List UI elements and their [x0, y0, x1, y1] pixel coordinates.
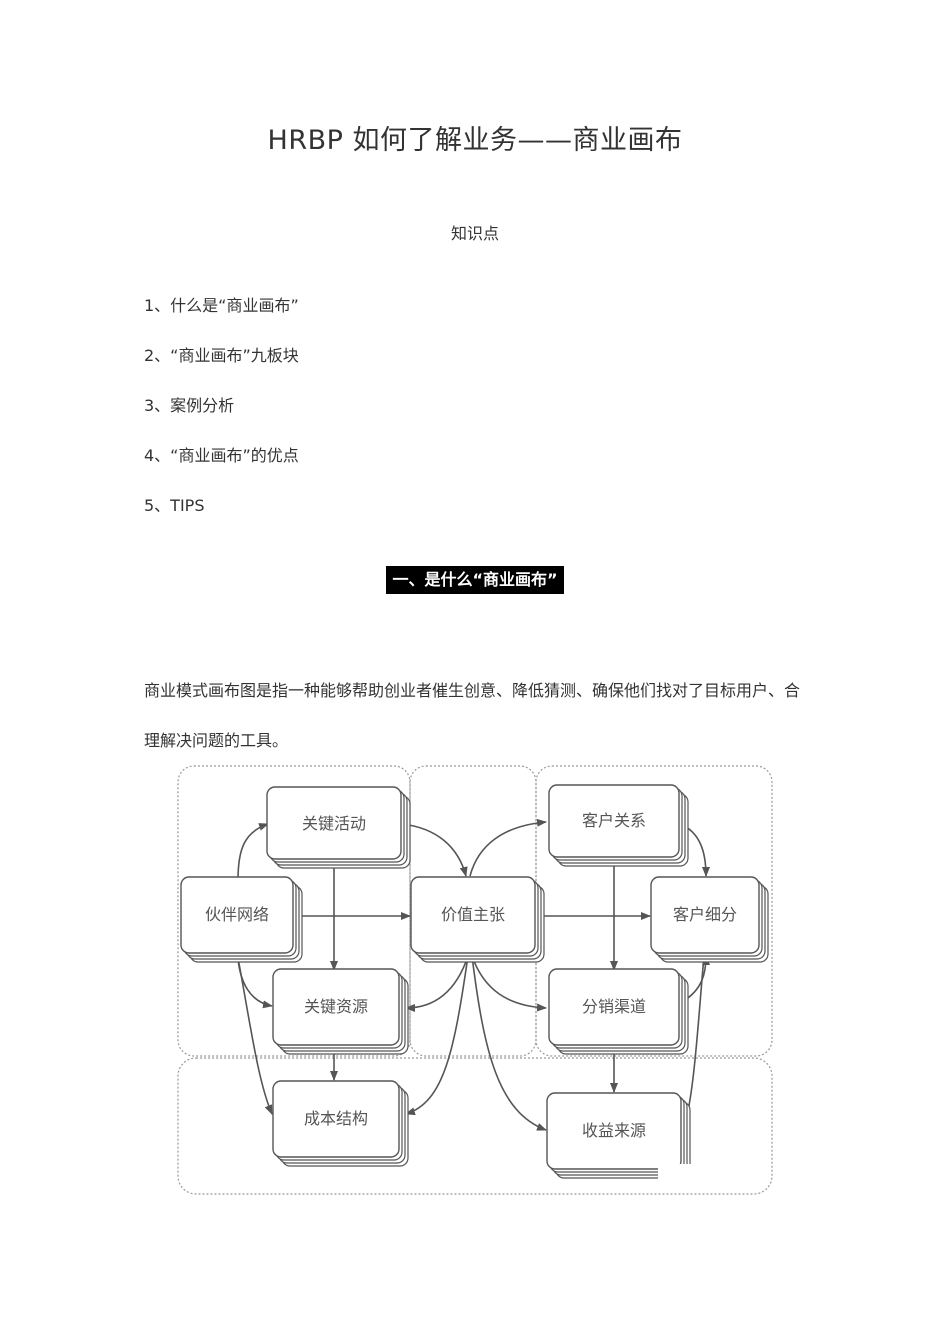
arrow-value-to-resources: [405, 955, 469, 1012]
arrow-partner-to-cost: [237, 957, 273, 1115]
node-label-cost-structure: 成本结构: [304, 1109, 368, 1128]
node-key-resources: 关键资源: [272, 968, 409, 1055]
toc-item: 3、案例分析: [144, 396, 235, 415]
toc-item: 1、什么是“商业画布”: [144, 296, 299, 315]
region-bottom: [177, 1057, 773, 1195]
node-channels: 分销渠道: [548, 968, 689, 1055]
document-title: HRBP 如何了解业务——商业画布: [267, 125, 683, 156]
node-label-key-resources: 关键资源: [304, 997, 368, 1016]
node-revenue-streams: 收益来源: [546, 1092, 691, 1179]
knowledge-points-heading: 知识点: [450, 224, 499, 243]
node-label-customer-relationships: 客户关系: [582, 811, 646, 830]
arrow-value-to-revenue: [471, 955, 547, 1131]
node-customer-relationships: 客户关系: [548, 784, 689, 867]
node-label-partner-network: 伙伴网络: [205, 905, 269, 924]
section-heading: 一、是什么“商业画布”: [386, 566, 564, 594]
node-label-revenue-streams: 收益来源: [582, 1121, 646, 1140]
toc-item: 4、“商业画布”的优点: [144, 446, 299, 465]
watermark-patch: [658, 1164, 746, 1184]
arrow-value-to-channels: [471, 955, 547, 1012]
node-customer-segments: 客户细分: [650, 876, 769, 963]
business-canvas-svg: 关键活动 伙伴网络 关键资源 成本结构: [177, 765, 773, 1195]
arrow-activities-to-value: [401, 823, 468, 877]
node-partner-network: 伙伴网络: [180, 876, 303, 963]
toc-item: 5、TIPS: [144, 496, 205, 515]
toc-item: 2、“商业画布”九板块: [144, 346, 299, 365]
node-label-key-activities: 关键活动: [302, 814, 366, 833]
section-heading-container: 一、是什么“商业画布”: [0, 566, 950, 594]
node-label-customer-segments: 客户细分: [673, 905, 737, 924]
node-key-activities: 关键活动: [266, 786, 411, 869]
node-label-channels: 分销渠道: [582, 997, 646, 1016]
node-cost-structure: 成本结构: [272, 1080, 409, 1167]
table-of-contents: 1、什么是“商业画布” 2、“商业画布”九板块 3、案例分析 4、“商业画布”的…: [144, 294, 299, 544]
arrow-value-to-cost: [405, 955, 469, 1116]
region-center: [409, 765, 537, 1057]
arrow-value-to-relationships: [469, 818, 547, 877]
business-canvas-diagram: 关键活动 伙伴网络 关键资源 成本结构: [174, 762, 778, 1198]
arrow-partner-to-activities: [237, 823, 269, 881]
node-value-proposition: 价值主张: [410, 876, 545, 963]
node-label-value-proposition: 价值主张: [441, 905, 505, 924]
intro-paragraph: 商业模式画布图是指一种能够帮助创业者催生创意、降低猜测、确保他们找对了目标用户、…: [144, 681, 801, 750]
